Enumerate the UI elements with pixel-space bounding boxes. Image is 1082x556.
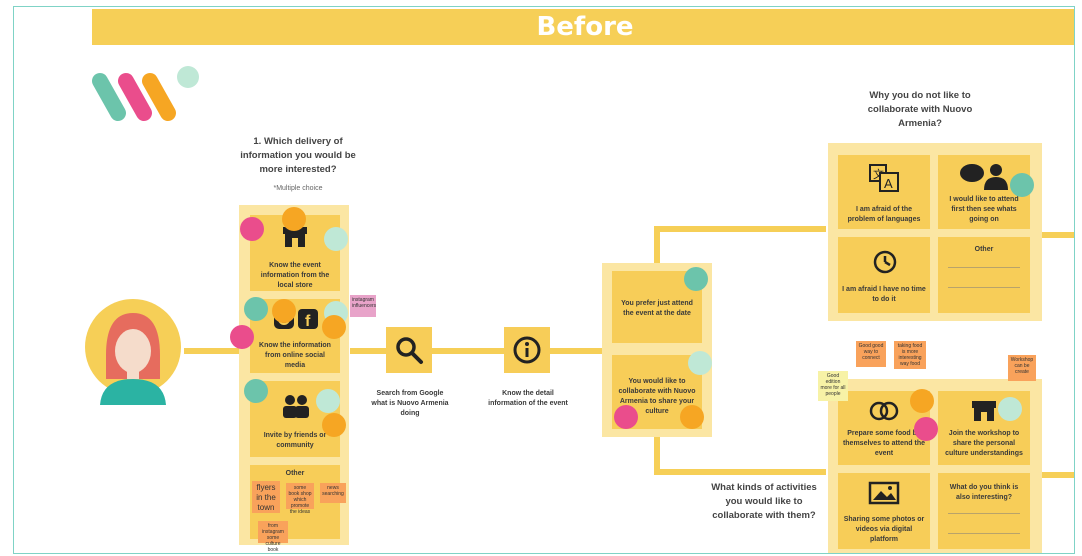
option-collaborate-label: You would like to collaborate with Nuovo… xyxy=(618,378,696,415)
vote-dot xyxy=(910,389,934,413)
vote-dot xyxy=(614,405,638,429)
store-icon xyxy=(972,401,996,421)
vote-dot xyxy=(244,379,268,403)
svg-text:f: f xyxy=(305,313,311,330)
option-social-media-label: Know the information from online social … xyxy=(259,342,331,369)
connector-line xyxy=(184,348,244,354)
option-prepare-food-label: Prepare some food by themselves to atten… xyxy=(842,430,926,457)
banner-title: Before xyxy=(536,12,634,42)
photo-icon xyxy=(868,481,900,505)
blank-line xyxy=(948,533,1020,534)
option-friends-label: Invite by friends or community xyxy=(263,432,327,449)
clock-icon xyxy=(873,250,897,274)
option-share-photos: Sharing some photos or videos via digita… xyxy=(838,473,930,549)
vote-dot xyxy=(680,405,704,429)
sticky-note: from instagram some culture book events xyxy=(258,521,288,553)
connector-line xyxy=(1034,232,1074,238)
vote-dot xyxy=(322,315,346,339)
option-no-time: I am afraid I have no time to do it xyxy=(838,237,930,313)
option-no-time-label: I am afraid I have no time to do it xyxy=(842,286,926,303)
option-language: 文 A I am afraid of the problem of langua… xyxy=(838,155,930,229)
connector-line xyxy=(350,348,606,354)
friends-icon xyxy=(283,395,309,418)
blank-line xyxy=(948,267,1020,268)
brand-logo xyxy=(92,66,199,121)
vote-dot xyxy=(230,325,254,349)
info-icon xyxy=(513,336,541,364)
option-local-store: Know the event information from the loca… xyxy=(250,215,340,291)
option-language-label: I am afraid of the problem of languages xyxy=(847,206,921,223)
why-not-title: Why you do not like to collaborate with … xyxy=(867,90,973,129)
step-search-label: Search from Google what is Nuovo Armenia… xyxy=(371,390,449,417)
delivery-question-title: 1. Which delivery of information you wou… xyxy=(240,136,356,175)
sticky-note: some book shop which promote the ideas xyxy=(286,483,314,515)
persona-avatar-icon xyxy=(85,299,181,405)
sticky-note: Workshop can be create xyxy=(1008,355,1036,381)
vote-dot xyxy=(688,351,712,375)
sticky-note: taking food is more interesting way food xyxy=(894,341,926,369)
option-attend-event-label: You prefer just attend the event at the … xyxy=(621,300,693,317)
option-also-interesting-label: What do you think is also interesting? xyxy=(949,484,1019,501)
step-info xyxy=(504,327,550,373)
option-other-label: Other xyxy=(285,470,305,477)
activities-title: What kinds of activities you would like … xyxy=(711,482,817,521)
connector-line xyxy=(654,433,660,475)
vote-dot xyxy=(316,389,340,413)
option-share-photos-label: Sharing some photos or videos via digita… xyxy=(843,516,925,543)
vote-dot xyxy=(684,267,708,291)
vote-dot xyxy=(324,227,348,251)
connector-line xyxy=(654,226,826,232)
option-join-workshop-label: Join the workshop to share the personal … xyxy=(945,430,1023,457)
blank-line xyxy=(948,513,1020,514)
connector-line xyxy=(654,469,826,475)
svg-text:A: A xyxy=(884,176,893,191)
vote-dot xyxy=(1010,173,1034,197)
search-icon xyxy=(396,337,423,364)
sticky-note: flyers in the town xyxy=(252,481,280,513)
vote-dot xyxy=(998,397,1022,421)
option-why-other-label: Other xyxy=(974,246,994,253)
option-why-other: Other xyxy=(938,237,1030,313)
vote-dot xyxy=(282,207,306,231)
option-attend-first: I would like to attend first then see wh… xyxy=(938,155,1030,229)
step-search xyxy=(386,327,432,373)
option-local-store-label: Know the event information from the loca… xyxy=(260,262,330,289)
svg-text:文: 文 xyxy=(873,167,884,181)
option-attend-first-label: I would like to attend first then see wh… xyxy=(949,196,1019,223)
food-icon xyxy=(869,401,899,421)
conversation-icon xyxy=(960,164,1008,190)
connector-line xyxy=(654,226,660,270)
sticky-note: news searching xyxy=(320,483,346,503)
option-also-interesting: What do you think is also interesting? xyxy=(938,473,1030,549)
board-frame: Before 1. Which delivery of information … xyxy=(13,6,1075,554)
step-info-label: Know the detail information of the event xyxy=(488,390,568,407)
vote-dot xyxy=(914,417,938,441)
blank-line xyxy=(948,287,1020,288)
translate-icon: 文 A xyxy=(869,164,899,192)
vote-dot xyxy=(244,297,268,321)
title-banner: Before xyxy=(92,9,1074,45)
multiple-choice-note: *Multiple choice xyxy=(273,185,323,192)
sticky-note: Good good way to connect xyxy=(856,341,886,367)
sticky-note: instagram influencers xyxy=(350,295,376,317)
sticky-note: Good edition more for all people xyxy=(818,371,848,401)
connector-line xyxy=(1034,472,1074,478)
vote-dot xyxy=(272,299,296,323)
vote-dot xyxy=(240,217,264,241)
vote-dot xyxy=(322,413,346,437)
